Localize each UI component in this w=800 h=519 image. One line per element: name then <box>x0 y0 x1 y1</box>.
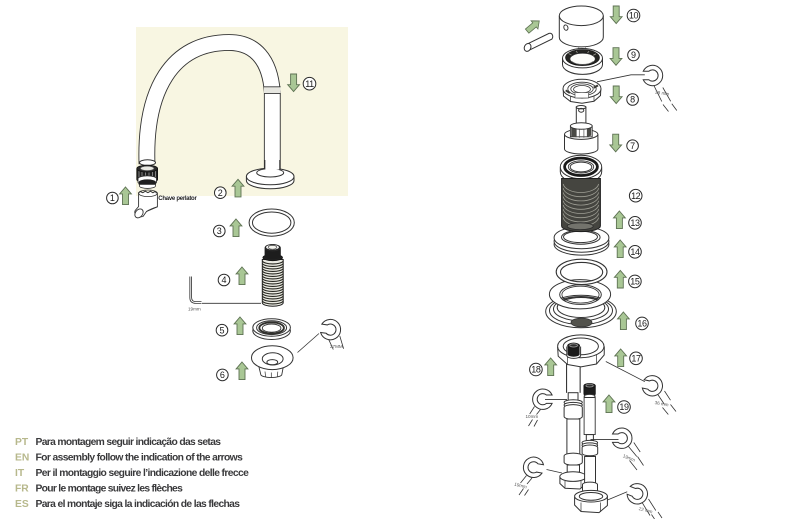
svg-text:19mm: 19mm <box>622 453 636 462</box>
svg-text:19mm: 19mm <box>188 307 201 312</box>
svg-text:1: 1 <box>110 193 115 203</box>
svg-text:27MM: 27MM <box>330 344 343 349</box>
svg-text:5: 5 <box>219 325 224 335</box>
svg-text:IT: IT <box>15 468 25 479</box>
svg-text:17: 17 <box>631 353 641 363</box>
svg-text:13: 13 <box>630 218 640 228</box>
svg-text:28 mm: 28 mm <box>655 90 670 97</box>
svg-text:ES: ES <box>15 499 29 510</box>
svg-text:15: 15 <box>630 277 640 287</box>
svg-text:36 mm: 36 mm <box>654 400 669 407</box>
svg-text:19mm: 19mm <box>514 482 528 490</box>
svg-text:22 mm: 22 mm <box>638 506 653 514</box>
svg-text:FR: FR <box>15 484 29 495</box>
svg-text:7: 7 <box>630 141 635 151</box>
svg-text:10mm: 10mm <box>526 414 539 419</box>
svg-text:9: 9 <box>631 50 636 60</box>
svg-text:3: 3 <box>217 226 222 236</box>
svg-text:18: 18 <box>531 365 541 375</box>
svg-text:EN: EN <box>15 453 29 464</box>
svg-text:8: 8 <box>630 95 635 105</box>
svg-text:12: 12 <box>631 191 641 201</box>
svg-text:Pour le montage suivez les flè: Pour le montage suivez les flèches <box>36 484 184 495</box>
svg-text:Chave perlator: Chave perlator <box>158 196 197 202</box>
svg-text:2: 2 <box>218 188 223 198</box>
svg-text:19: 19 <box>619 402 629 412</box>
svg-text:Para el montaje siga la indica: Para el montaje siga la indicación de la… <box>36 499 241 510</box>
svg-text:Per il montaggio seguire l’ind: Per il montaggio seguire l’indicazione d… <box>36 468 250 479</box>
svg-text:For assembly follow the indica: For assembly follow the indication of th… <box>36 453 244 464</box>
svg-text:16: 16 <box>637 319 647 329</box>
svg-text:Para montagem seguir indicação: Para montagem seguir indicação das setas <box>36 437 222 448</box>
svg-text:PT: PT <box>15 437 29 448</box>
svg-text:11: 11 <box>305 79 314 89</box>
svg-text:6: 6 <box>220 370 225 380</box>
svg-text:14: 14 <box>630 247 640 257</box>
svg-text:10: 10 <box>629 11 639 21</box>
svg-text:4: 4 <box>221 275 226 285</box>
